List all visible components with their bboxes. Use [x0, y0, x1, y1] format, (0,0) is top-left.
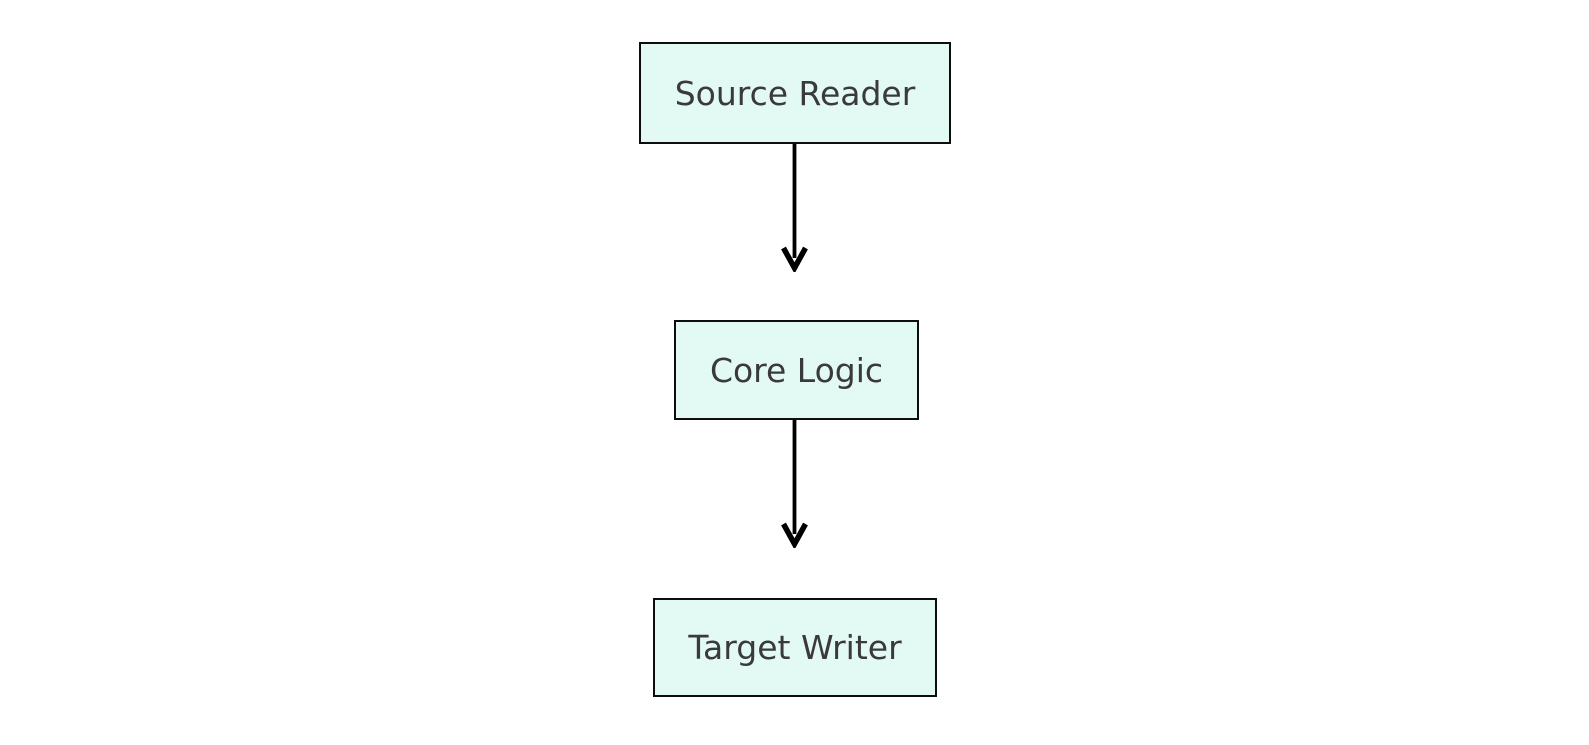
node-core-logic: Core Logic	[674, 320, 919, 420]
node-core-logic-label: Core Logic	[709, 350, 884, 390]
node-target-writer-label: Target Writer	[688, 628, 902, 667]
node-source-reader: Source Reader	[639, 42, 951, 144]
arrow-core-logic-to-target-writer-icon	[781, 420, 808, 548]
node-source-reader-label: Source Reader	[674, 73, 916, 113]
arrow-source-reader-to-core-logic-icon	[781, 144, 808, 272]
node-target-writer: Target Writer	[653, 598, 937, 697]
